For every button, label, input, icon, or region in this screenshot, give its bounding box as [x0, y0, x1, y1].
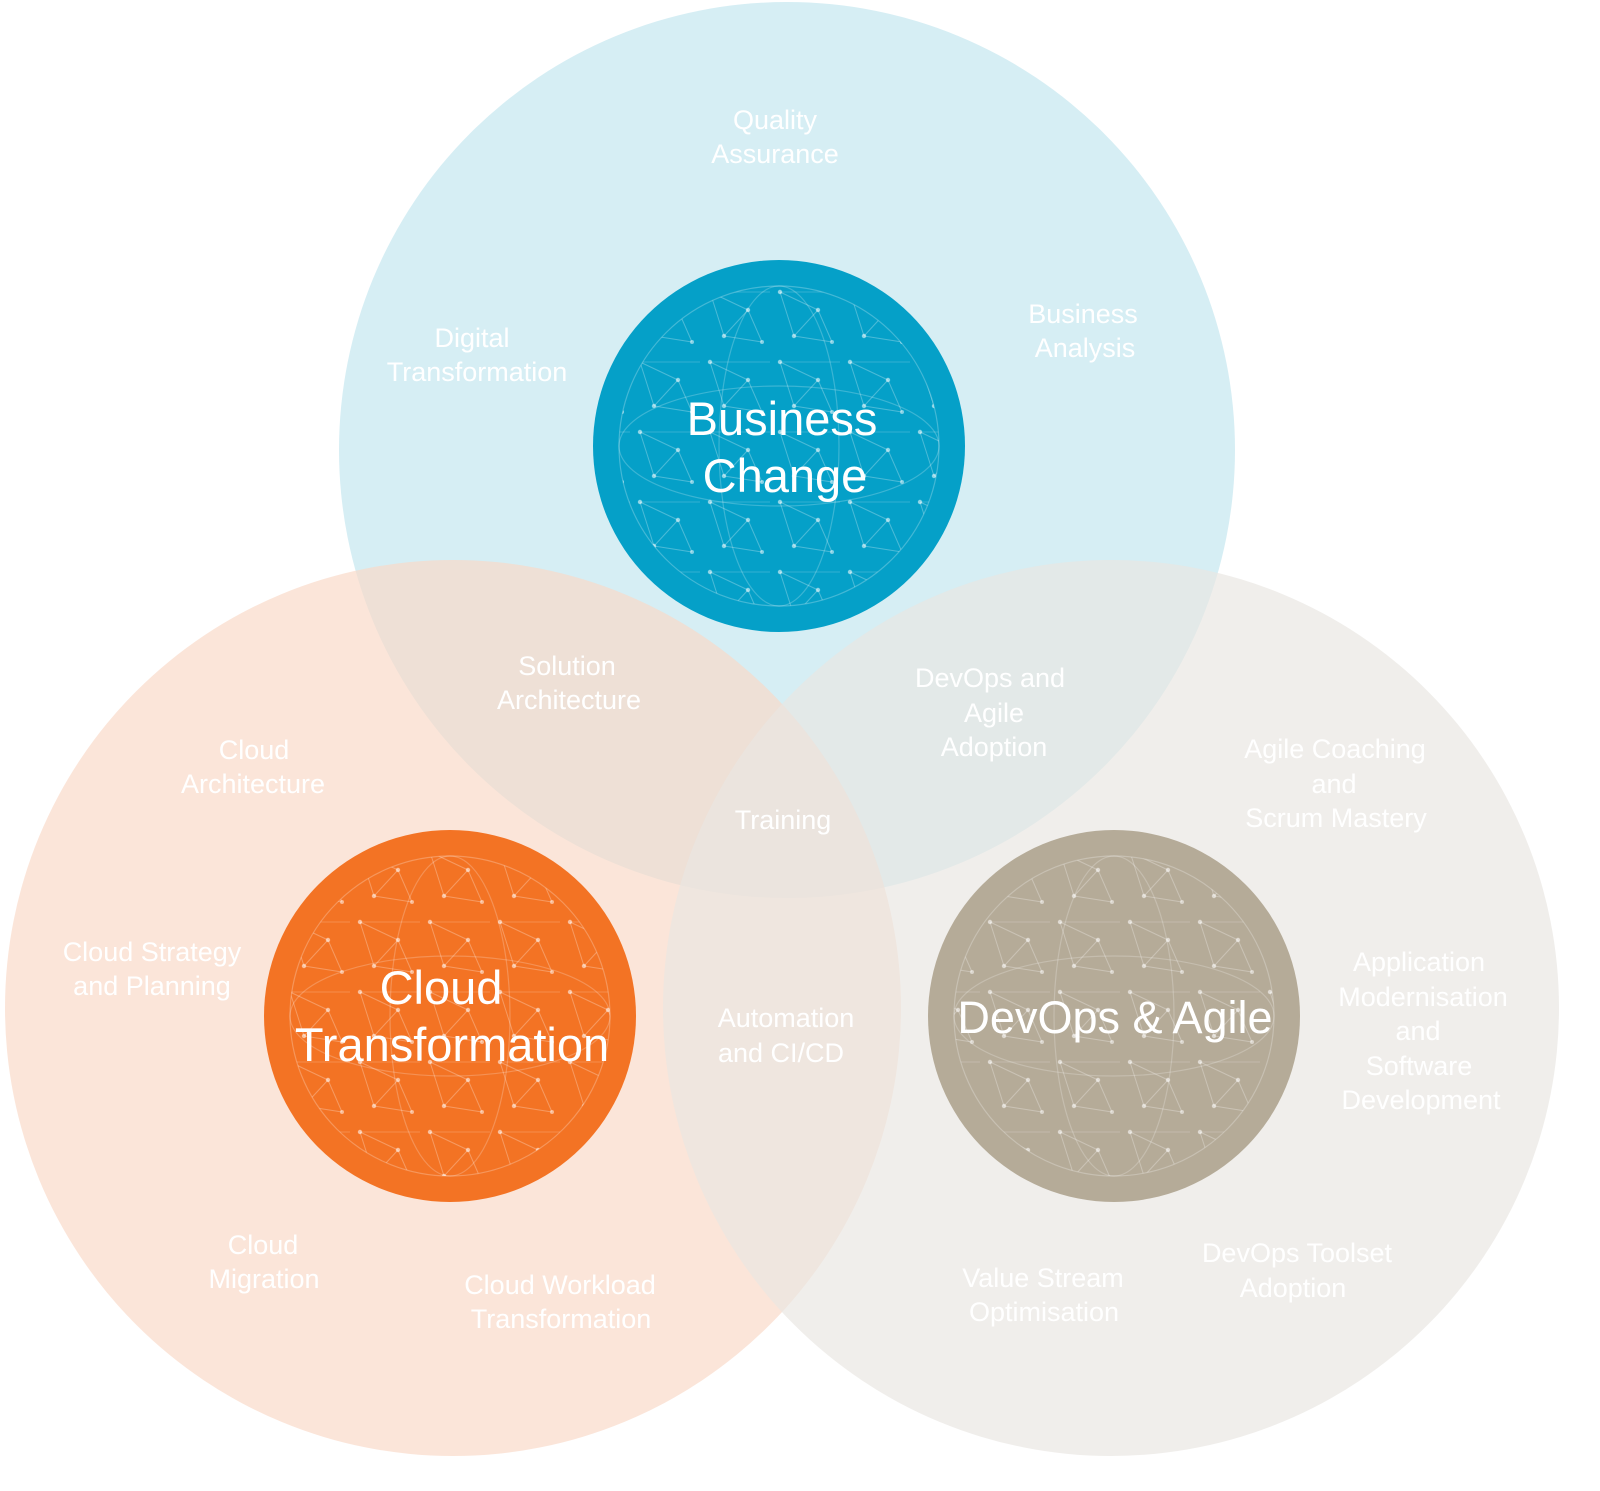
globe-network-icon	[289, 855, 611, 1177]
devops-agile-title: DevOps & Agile	[957, 992, 1272, 1043]
topic-business-analysis-line2: Analysis	[1035, 333, 1136, 363]
topic-cloud-architecture-line2: Architecture	[181, 769, 325, 799]
topic-application-modernisation-line2: Modernisation	[1338, 982, 1508, 1012]
overlap-devops-agile-adoption-line3: Adoption	[941, 732, 1048, 762]
devops-agile-core	[928, 830, 1300, 1202]
topic-devops-toolset-line2: Adoption	[1240, 1273, 1347, 1303]
overlap-devops-agile-adoption-line1: DevOps and	[915, 663, 1065, 693]
topic-cloud-workload-line2: Transformation	[471, 1304, 652, 1334]
topic-application-modernisation-line5: Development	[1341, 1085, 1501, 1115]
topic-cloud-migration-line1: Cloud	[228, 1230, 299, 1260]
cloud-transformation-title-line1: Cloud	[380, 961, 503, 1014]
topic-cloud-migration-line2: Migration	[208, 1264, 319, 1294]
business-change-title-line1: Business	[687, 392, 878, 445]
topic-digital-transformation-line2: Transformation	[387, 357, 568, 387]
business-change-core	[593, 260, 965, 632]
overlap-devops-agile-adoption-line2: Agile	[964, 698, 1024, 728]
topic-value-stream-line2: Optimisation	[969, 1297, 1119, 1327]
topic-cloud-strategy-line1: Cloud Strategy	[63, 937, 242, 967]
topic-value-stream-line1: Value Stream	[962, 1263, 1124, 1293]
topic-devops-toolset-line1: DevOps Toolset	[1202, 1238, 1393, 1268]
business-change-title-line2: Change	[703, 449, 868, 502]
overlap-solution-architecture-line2: Architecture	[497, 685, 641, 715]
topic-quality-assurance-line1: Quality	[733, 105, 818, 135]
topic-digital-transformation-line1: Digital	[434, 323, 509, 353]
topic-cloud-strategy-line2: and Planning	[73, 971, 231, 1001]
topic-application-modernisation-line4: Software	[1366, 1051, 1473, 1081]
overlap-solution-architecture-line1: Solution	[518, 651, 616, 681]
overlap-automation-cicd-line1: Automation	[718, 1003, 855, 1033]
overlap-training: Training	[735, 805, 832, 835]
topic-application-modernisation-line3: and	[1395, 1016, 1440, 1046]
topic-agile-coaching-line2: and	[1311, 769, 1356, 799]
topic-agile-coaching-line3: Scrum Mastery	[1245, 803, 1427, 833]
topic-cloud-workload-line1: Cloud Workload	[464, 1270, 656, 1300]
topic-business-analysis-line1: Business	[1028, 299, 1138, 329]
topic-application-modernisation-line1: Application	[1353, 947, 1485, 977]
overlap-automation-cicd-line2: and CI/CD	[718, 1038, 844, 1068]
cloud-transformation-title-line2: Transformation	[295, 1018, 609, 1071]
globe-network-icon	[953, 855, 1275, 1177]
globe-network-icon	[618, 285, 940, 607]
topic-cloud-architecture-line1: Cloud	[219, 735, 290, 765]
topic-agile-coaching-line1: Agile Coaching	[1244, 734, 1426, 764]
topic-quality-assurance-line2: Assurance	[711, 139, 839, 169]
cloud-transformation-core	[264, 830, 636, 1202]
